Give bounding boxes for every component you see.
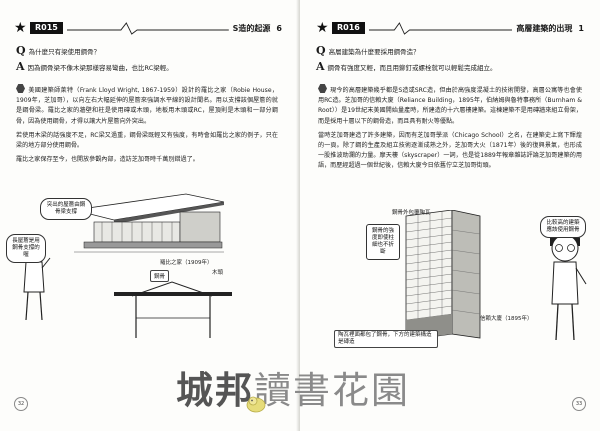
right-header: ★ R016 高層建築的出現 1 (316, 18, 584, 38)
star-icon: ★ (316, 20, 329, 36)
steel-label: 鋼骨 (150, 270, 170, 282)
watermark-text: 城邦讀書花園 (176, 368, 410, 412)
star-icon: ★ (14, 20, 27, 36)
right-body-text: 現今的高層建築幾乎都是S造或SRC造，但由於高強度混凝土的技術開發，高層公寓等也… (318, 84, 582, 176)
heartbeat-line-icon (368, 22, 513, 35)
speech-bubble-left: 長屋簷是用鋼骨支撐的喔 (6, 234, 46, 263)
left-header: ★ R015 S造的起源 6 (14, 18, 282, 38)
section-code: R015 (30, 22, 63, 34)
house-caption: 羅比之家（1909年） (160, 260, 213, 266)
section-number: 1 (578, 23, 584, 33)
page-number-left: 32 (14, 397, 28, 411)
hexagon-bullet-icon (16, 84, 25, 93)
section-code: R016 (332, 22, 365, 34)
building-caption: 信賴大廈（1895年） (480, 316, 533, 322)
speech-bubble-right: 比較高的建築應該使用鋼骨 (540, 216, 586, 238)
wood-label: 木頭 (212, 270, 224, 276)
section-number: 6 (276, 23, 282, 33)
hexagon-bullet-icon (318, 84, 327, 93)
character-with-glasses-illustration (550, 229, 587, 341)
left-body-text: 美國建築師萊特（Frank Lloyd Wright, 1867-1959）設計… (16, 84, 278, 169)
bottom-caption: 陶瓦裡面都包了鋼骨，下方的建築構造是磚造 (334, 330, 438, 348)
heartbeat-line-icon (66, 22, 229, 35)
robie-house-illustration (74, 193, 224, 253)
eaves-section-illustration (114, 281, 232, 338)
terracotta-label: 鋼骨外包覆陶瓦 (392, 210, 431, 216)
steel-strength-tag: 鋼骨的強度即使柱細也不折斷 (366, 224, 400, 260)
section-title: S造的起源 (232, 23, 271, 33)
reliance-building-illustration (405, 210, 481, 341)
section-title: 高層建築的出現 (516, 23, 573, 33)
speech-bubble-top: 突出的屋簷由鋼骨梁支撐 (40, 198, 92, 220)
page-number-right: 33 (572, 397, 586, 411)
watermark-bird-icon (246, 396, 266, 413)
